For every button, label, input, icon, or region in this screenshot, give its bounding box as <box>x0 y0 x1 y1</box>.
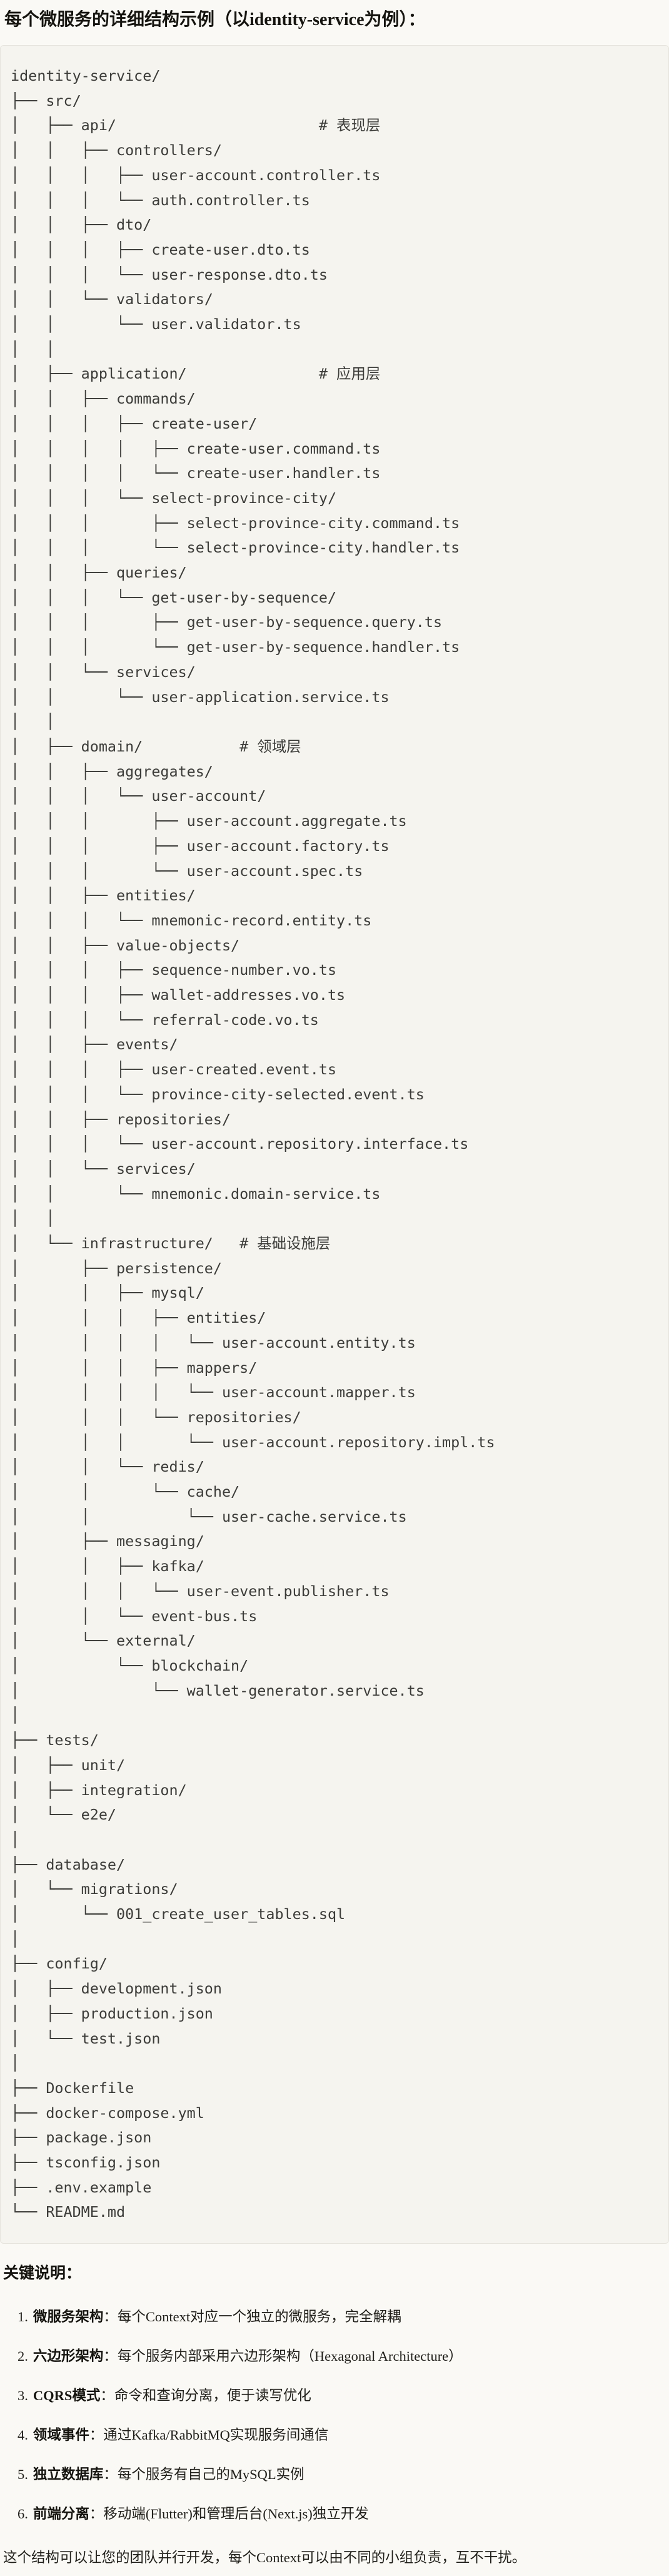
note-text: ：每个服务有自己的MySQL实例 <box>103 2467 304 2483</box>
list-item: 6. 前端分离：移动端(Flutter)和管理后台(Next.js)独立开发 <box>18 2505 669 2523</box>
note-label: 独立数据库 <box>33 2467 104 2483</box>
note-number: 4. <box>18 2427 28 2443</box>
note-number: 3. <box>18 2388 28 2404</box>
note-number: 1. <box>18 2309 28 2325</box>
document-page: 每个微服务的详细结构示例（以identity-service为例）： ident… <box>0 8 669 2567</box>
list-item: 4. 领域事件：通过Kafka/RabbitMQ实现服务间通信 <box>18 2426 669 2445</box>
list-item: 3. CQRS模式：命令和查询分离，便于读写优化 <box>18 2386 669 2405</box>
notes-heading: 关键说明： <box>3 2265 82 2283</box>
note-number: 6. <box>18 2506 28 2522</box>
page-title: 每个微服务的详细结构示例（以identity-service为例）： <box>4 10 426 29</box>
note-label: 前端分离 <box>33 2506 89 2522</box>
note-text: ：每个服务内部采用六边形架构（Hexagonal Architecture） <box>103 2348 463 2365</box>
note-label: CQRS模式 <box>33 2388 101 2404</box>
notes-list: 1. 微服务架构：每个Context对应一个独立的微服务，完全解耦 2. 六边形架构… <box>0 2308 669 2523</box>
closing-paragraph: 这个结构可以让您的团队并行开发，每个Context可以由不同的小组负责，互不干扰… <box>3 2550 526 2566</box>
list-item: 2. 六边形架构：每个服务内部采用六边形架构（Hexagonal Architec… <box>18 2347 669 2366</box>
note-number: 5. <box>18 2467 28 2483</box>
note-label: 六边形架构 <box>33 2348 104 2365</box>
list-item: 1. 微服务架构：每个Context对应一个独立的微服务，完全解耦 <box>18 2308 669 2326</box>
note-text: ：每个Context对应一个独立的微服务，完全解耦 <box>103 2309 401 2325</box>
file-tree-code-block: identity-service/ ├── src/ │ ├── api/ # … <box>0 45 669 2244</box>
note-text: ：移动端(Flutter)和管理后台(Next.js)独立开发 <box>89 2506 369 2522</box>
list-item: 5. 独立数据库：每个服务有自己的MySQL实例 <box>18 2465 669 2484</box>
note-text: ：命令和查询分离，便于读写优化 <box>100 2388 311 2404</box>
note-text: ：通过Kafka/RabbitMQ实现服务间通信 <box>89 2427 329 2443</box>
note-number: 2. <box>18 2348 28 2365</box>
note-label: 微服务架构 <box>33 2309 104 2325</box>
note-label: 领域事件 <box>33 2427 89 2443</box>
